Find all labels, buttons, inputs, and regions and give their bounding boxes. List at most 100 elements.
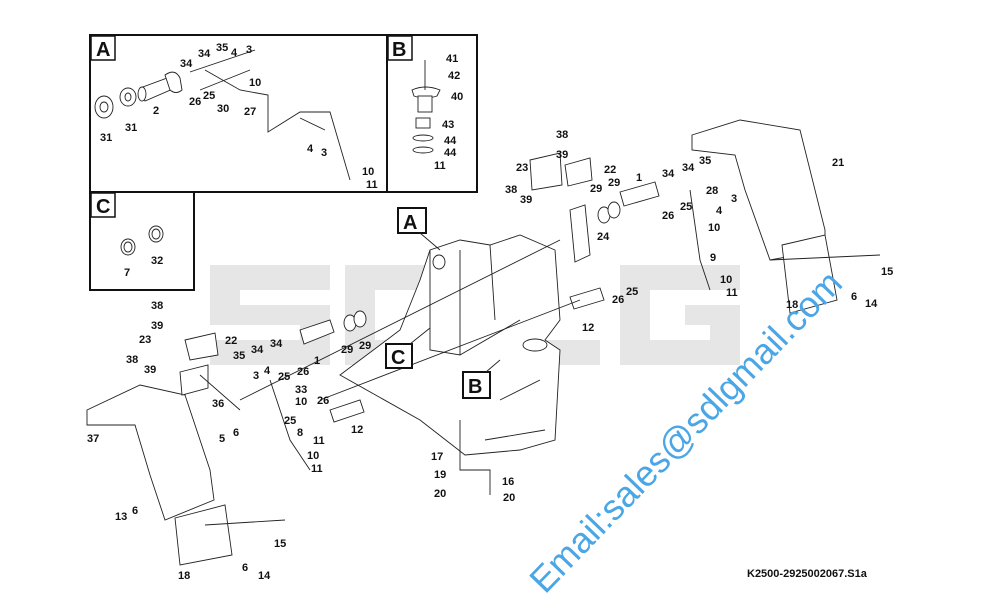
part-number-label: 14: [258, 570, 271, 582]
part-number-label: 39: [151, 320, 163, 332]
detail-c-parts: [120, 225, 164, 256]
part-number-label: 3: [321, 147, 327, 159]
part-number-label: 44: [444, 135, 457, 147]
part-number-label: 26: [189, 96, 201, 108]
part-number-label: 11: [311, 463, 323, 475]
part-number-label: 31: [100, 132, 112, 144]
part-number-label: 12: [351, 424, 363, 436]
part-number-label: 34: [251, 344, 264, 356]
detail-view-c-label: C: [96, 196, 110, 218]
part-number-label: 29: [359, 340, 371, 352]
part-number-label: 10: [307, 450, 319, 462]
part-number-label: 38: [126, 354, 138, 366]
part-number-label: 39: [556, 149, 568, 161]
part-number-label: 29: [341, 344, 353, 356]
part-number-label: 11: [366, 179, 378, 191]
detail-a-parts: [94, 49, 351, 181]
part-number-label: 10: [362, 166, 374, 178]
part-number-label: 18: [178, 570, 190, 582]
part-number-label: 38: [556, 129, 568, 141]
part-number-label: 34: [270, 338, 283, 350]
part-number-label: 11: [313, 435, 325, 447]
part-number-label: 14: [865, 298, 878, 310]
detail-view-a-label: A: [96, 39, 110, 61]
right-fender: [691, 119, 881, 314]
part-number-label: 1: [636, 172, 642, 184]
part-number-label: 8: [297, 427, 303, 439]
diagram-code: K2500-2925002067.S1a: [747, 568, 868, 580]
part-number-label: 27: [244, 106, 256, 118]
part-number-label: 30: [217, 103, 229, 115]
part-number-label: 2: [153, 105, 159, 117]
part-number-label: 6: [233, 427, 239, 439]
part-number-label: 29: [590, 183, 602, 195]
part-number-label: 25: [680, 201, 692, 213]
part-number-label: 34: [662, 168, 675, 180]
part-number-label: 42: [448, 70, 460, 82]
part-number-label: 10: [249, 77, 261, 89]
detail-view-frames: [89, 34, 478, 291]
part-number-label: 32: [151, 255, 163, 267]
part-number-label: 35: [699, 155, 711, 167]
part-number-label: 21: [832, 157, 844, 169]
part-number-label: 36: [212, 398, 224, 410]
part-number-label: 25: [278, 371, 290, 383]
part-number-label: 10: [720, 274, 732, 286]
part-number-label: 15: [881, 266, 893, 278]
part-number-label: 11: [726, 287, 738, 299]
part-number-label: 39: [144, 364, 156, 376]
part-number-label: 20: [434, 488, 446, 500]
part-number-label: 10: [708, 222, 720, 234]
part-number-label: 1: [314, 355, 320, 367]
part-number-label: 3: [253, 370, 259, 382]
part-number-label: 10: [295, 396, 307, 408]
misc-parts: [179, 152, 711, 495]
part-number-label: 25: [626, 286, 638, 298]
callout-c[interactable]: [385, 327, 431, 369]
part-number-label: 34: [198, 48, 211, 60]
part-number-label: 6: [242, 562, 248, 574]
part-number-label: 28: [706, 185, 718, 197]
part-number-label: 22: [604, 164, 616, 176]
detail-view-b-label: B: [392, 39, 406, 61]
part-number-label: 43: [442, 119, 454, 131]
part-number-label: 19: [434, 469, 446, 481]
part-number-label: 38: [151, 300, 163, 312]
part-number-label: 34: [180, 58, 193, 70]
part-number-label: 4: [231, 47, 238, 59]
part-number-label: 26: [612, 294, 624, 306]
part-number-label: 15: [274, 538, 286, 550]
part-number-label: 29: [608, 177, 620, 189]
part-number-label: 24: [597, 231, 610, 243]
left-fender: [86, 384, 286, 566]
part-number-label: 11: [434, 160, 446, 172]
part-number-label: 26: [297, 366, 309, 378]
part-number-label: 33: [295, 384, 307, 396]
part-number-label: 35: [216, 42, 228, 54]
part-number-label: 4: [307, 143, 314, 155]
part-number-label: 13: [115, 511, 127, 523]
part-number-label: 41: [446, 53, 458, 65]
part-number-label: 5: [219, 433, 225, 445]
front-frame: [339, 234, 561, 456]
callout-b-label: B: [468, 376, 482, 398]
part-number-label: 39: [520, 194, 532, 206]
part-number-label: 26: [317, 395, 329, 407]
part-number-label: 4: [264, 365, 271, 377]
callout-a-label: A: [403, 212, 417, 234]
part-number-label: 9: [710, 252, 716, 264]
part-number-label: 26: [662, 210, 674, 222]
part-number-label: 16: [502, 476, 514, 488]
callout-a[interactable]: [397, 207, 441, 251]
part-number-label: 6: [851, 291, 857, 303]
part-number-label: 37: [87, 433, 99, 445]
part-number-label: 40: [451, 91, 463, 103]
part-number-label: 20: [503, 492, 515, 504]
part-number-label: 12: [582, 322, 594, 334]
part-number-label: 31: [125, 122, 137, 134]
callout-b[interactable]: [462, 359, 501, 399]
part-number-label: 17: [431, 451, 443, 463]
